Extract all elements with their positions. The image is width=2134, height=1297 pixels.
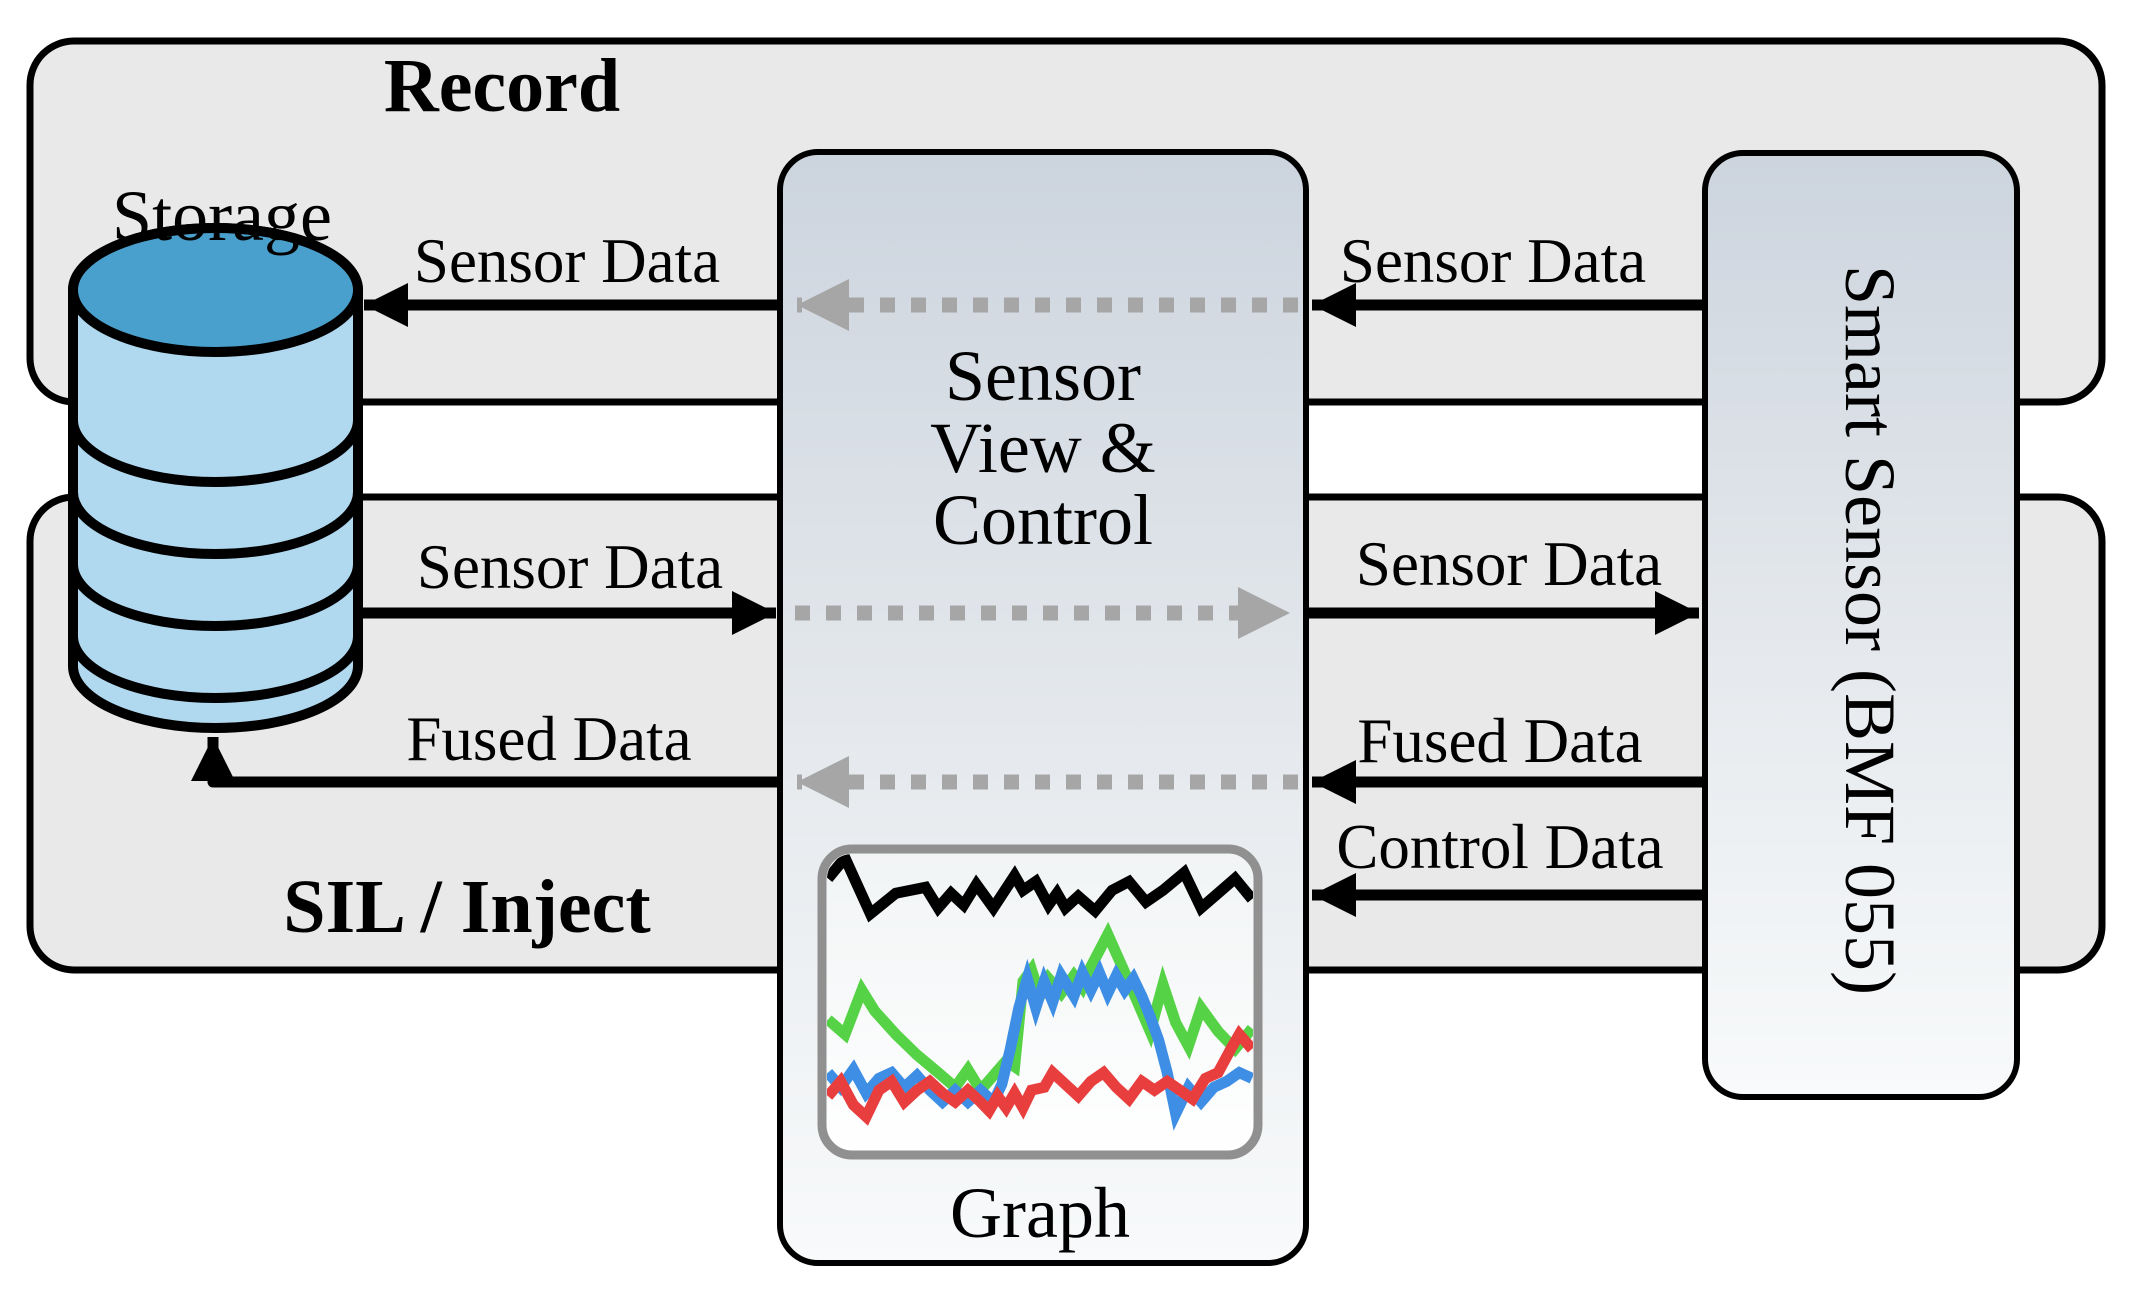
graph-label: Graph [950,1173,1130,1253]
center-box-label-line1: Sensor [945,336,1141,416]
center-box-label-line2: View & [930,408,1156,488]
graph-lines [827,854,1253,1131]
smart-sensor-label: Smart Sensor (BMF 055) [1830,265,1910,995]
arrow-row3-view-to-storage [191,737,782,788]
record-band-label: Record [384,44,620,128]
graph-series-black [827,854,1253,923]
center-box-label-line3: Control [933,480,1153,560]
database-band-3 [68,563,363,631]
graph-series-red [827,1024,1253,1126]
arrow-label-row3-right: Fused Data [1357,706,1642,776]
arrow-label-row2-right: Sensor Data [1356,529,1662,599]
arrow-label-row2-left: Sensor Data [417,532,723,602]
smart-sensor-box [1702,150,2020,1100]
database-band-2 [68,491,363,559]
graph-inset [817,844,1263,1160]
arrow-label-row4-right: Control Data [1336,812,1663,882]
database-band-4 [68,635,363,703]
database-icon [68,223,363,733]
arrow-label-row1-left: Sensor Data [414,226,720,296]
storage-label: Storage [112,176,332,256]
sil-inject-band-label: SIL / Inject [283,865,650,949]
database-top [68,223,363,357]
database-band-1 [68,419,363,487]
arrow-label-row1-right: Sensor Data [1340,226,1646,296]
arrow-label-row3-left: Fused Data [406,704,691,774]
